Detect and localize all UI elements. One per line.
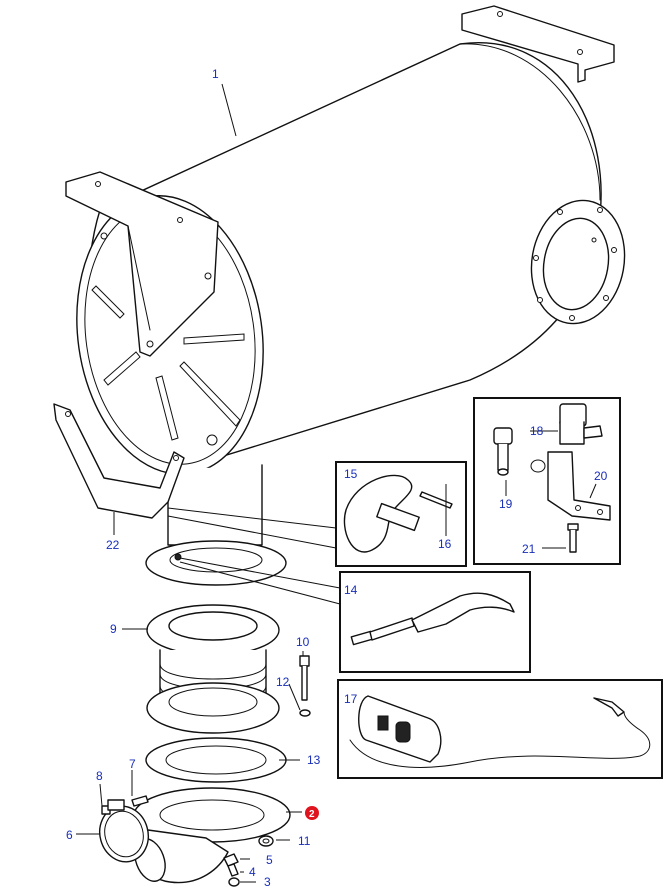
silencer-body xyxy=(65,5,626,546)
callout-14[interactable]: 14 xyxy=(344,583,358,597)
callout-16[interactable]: 16 xyxy=(438,537,452,551)
callout-5[interactable]: 5 xyxy=(266,853,273,867)
callout-17[interactable]: 17 xyxy=(344,692,358,706)
support-bracket xyxy=(53,403,185,519)
callout-2-highlight[interactable] xyxy=(305,806,319,820)
callouts: 1 2 3 4 5 6 7 8 9 10 11 12 13 14 15 16 1… xyxy=(66,67,608,888)
leader-lines xyxy=(76,83,597,883)
callout-19[interactable]: 19 xyxy=(499,497,513,511)
callout-1[interactable]: 1 xyxy=(212,67,219,81)
callout-8[interactable]: 8 xyxy=(96,769,103,783)
callout-11[interactable]: 11 xyxy=(298,834,311,848)
callout-22[interactable]: 22 xyxy=(106,538,120,552)
callout-21[interactable]: 21 xyxy=(522,542,536,556)
inset-probe-14 xyxy=(339,571,531,673)
callout-13[interactable]: 13 xyxy=(307,753,321,767)
callout-18[interactable]: 18 xyxy=(530,424,544,438)
callout-3[interactable]: 3 xyxy=(264,875,271,888)
callout-6[interactable]: 6 xyxy=(66,828,73,842)
callout-20[interactable]: 20 xyxy=(594,469,608,483)
callout-2[interactable]: 2 xyxy=(309,809,315,820)
callout-7[interactable]: 7 xyxy=(129,757,136,771)
callout-15[interactable]: 15 xyxy=(344,467,358,481)
inlet-flange-stack xyxy=(133,540,291,884)
hardware-bolts xyxy=(99,655,311,887)
inset-nox-sensor-17 xyxy=(337,679,663,779)
inset-valve-18 xyxy=(473,397,621,565)
inset-sensor-15 xyxy=(335,461,467,567)
callout-9[interactable]: 9 xyxy=(110,622,117,636)
callout-10[interactable]: 10 xyxy=(296,635,310,649)
callout-4[interactable]: 4 xyxy=(249,865,256,879)
callout-12[interactable]: 12 xyxy=(276,675,290,689)
